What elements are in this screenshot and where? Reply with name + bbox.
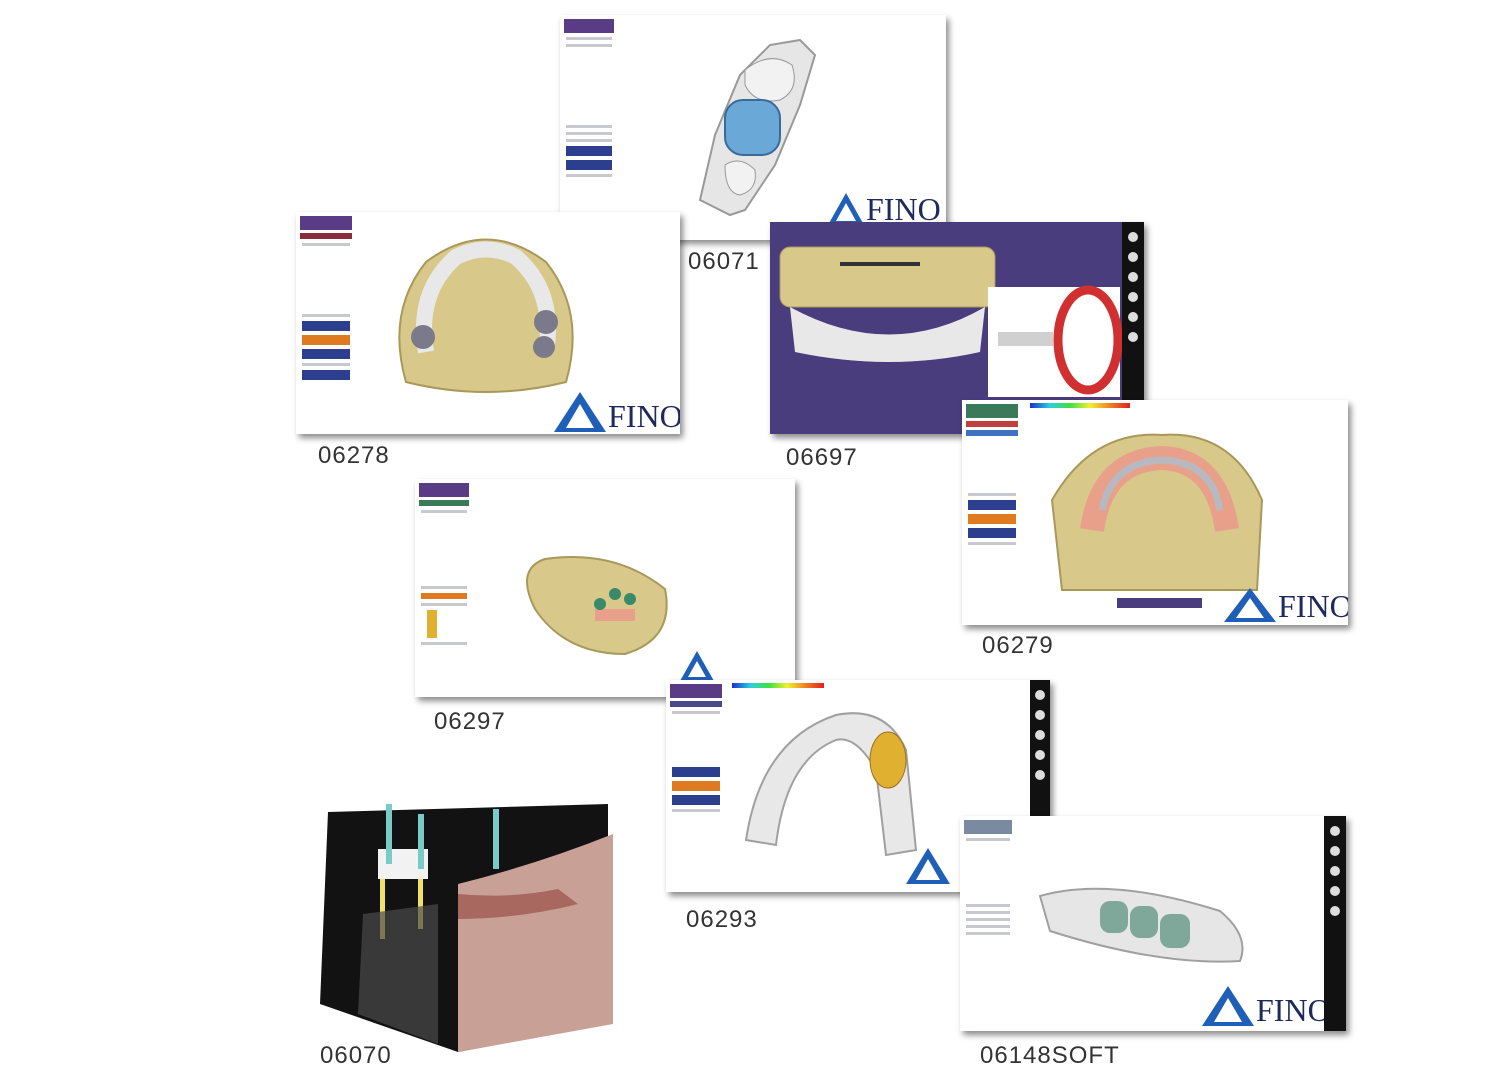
articulator-model-image [779, 246, 1123, 397]
logo-text: FINO [1278, 588, 1348, 624]
side-panel [419, 483, 469, 691]
product-label-06293: 06293 [686, 906, 758, 933]
screenshot-06148soft: FINO [960, 816, 1346, 1031]
screenshot-06071: FINO [560, 15, 946, 240]
tooth-model-image [698, 38, 817, 217]
product-label-06279: 06279 [982, 632, 1054, 659]
fino-logo: FINO [1202, 986, 1331, 1026]
side-panel [966, 404, 1018, 619]
screenshot-06697 [770, 222, 1144, 434]
right-toolbar [1324, 816, 1346, 1031]
logo-text: FINO [1256, 992, 1331, 1028]
side-panel [670, 684, 722, 886]
right-toolbar [1122, 222, 1144, 434]
screenshot-06297 [415, 479, 795, 697]
color-scale-bar [1030, 403, 1130, 408]
logo-text: FINO [866, 191, 941, 227]
lower-jaw-model-image [744, 712, 918, 857]
ct-scan-3d-image [320, 804, 613, 1052]
product-label-06148soft: 06148SOFT [980, 1042, 1120, 1069]
screenshot-06070 [318, 794, 618, 1052]
implant-bar-model-image [1050, 433, 1264, 608]
side-panel [564, 19, 614, 234]
fino-logo: FINO [1224, 588, 1348, 622]
fino-logo: FINO [828, 193, 941, 225]
product-label-06071: 06071 [688, 248, 760, 275]
crown-bridge-model-image [1038, 887, 1244, 963]
fino-logo [680, 651, 714, 681]
upper-jaw-model-image [398, 238, 574, 393]
screenshot-06278: FINO [296, 212, 680, 434]
side-panel [964, 820, 1012, 1025]
implant-model-image [526, 556, 668, 656]
product-label-06070: 06070 [320, 1042, 392, 1069]
product-label-06297: 06297 [434, 708, 506, 735]
side-panel [300, 216, 352, 428]
product-label-06697: 06697 [786, 444, 858, 471]
fino-logo: FINO [554, 392, 680, 432]
screenshot-06279: FINO [962, 400, 1348, 625]
color-scale-bar [732, 683, 824, 688]
product-label-06278: 06278 [318, 442, 390, 469]
logo-text: FINO [608, 398, 680, 434]
fino-logo [906, 848, 950, 884]
